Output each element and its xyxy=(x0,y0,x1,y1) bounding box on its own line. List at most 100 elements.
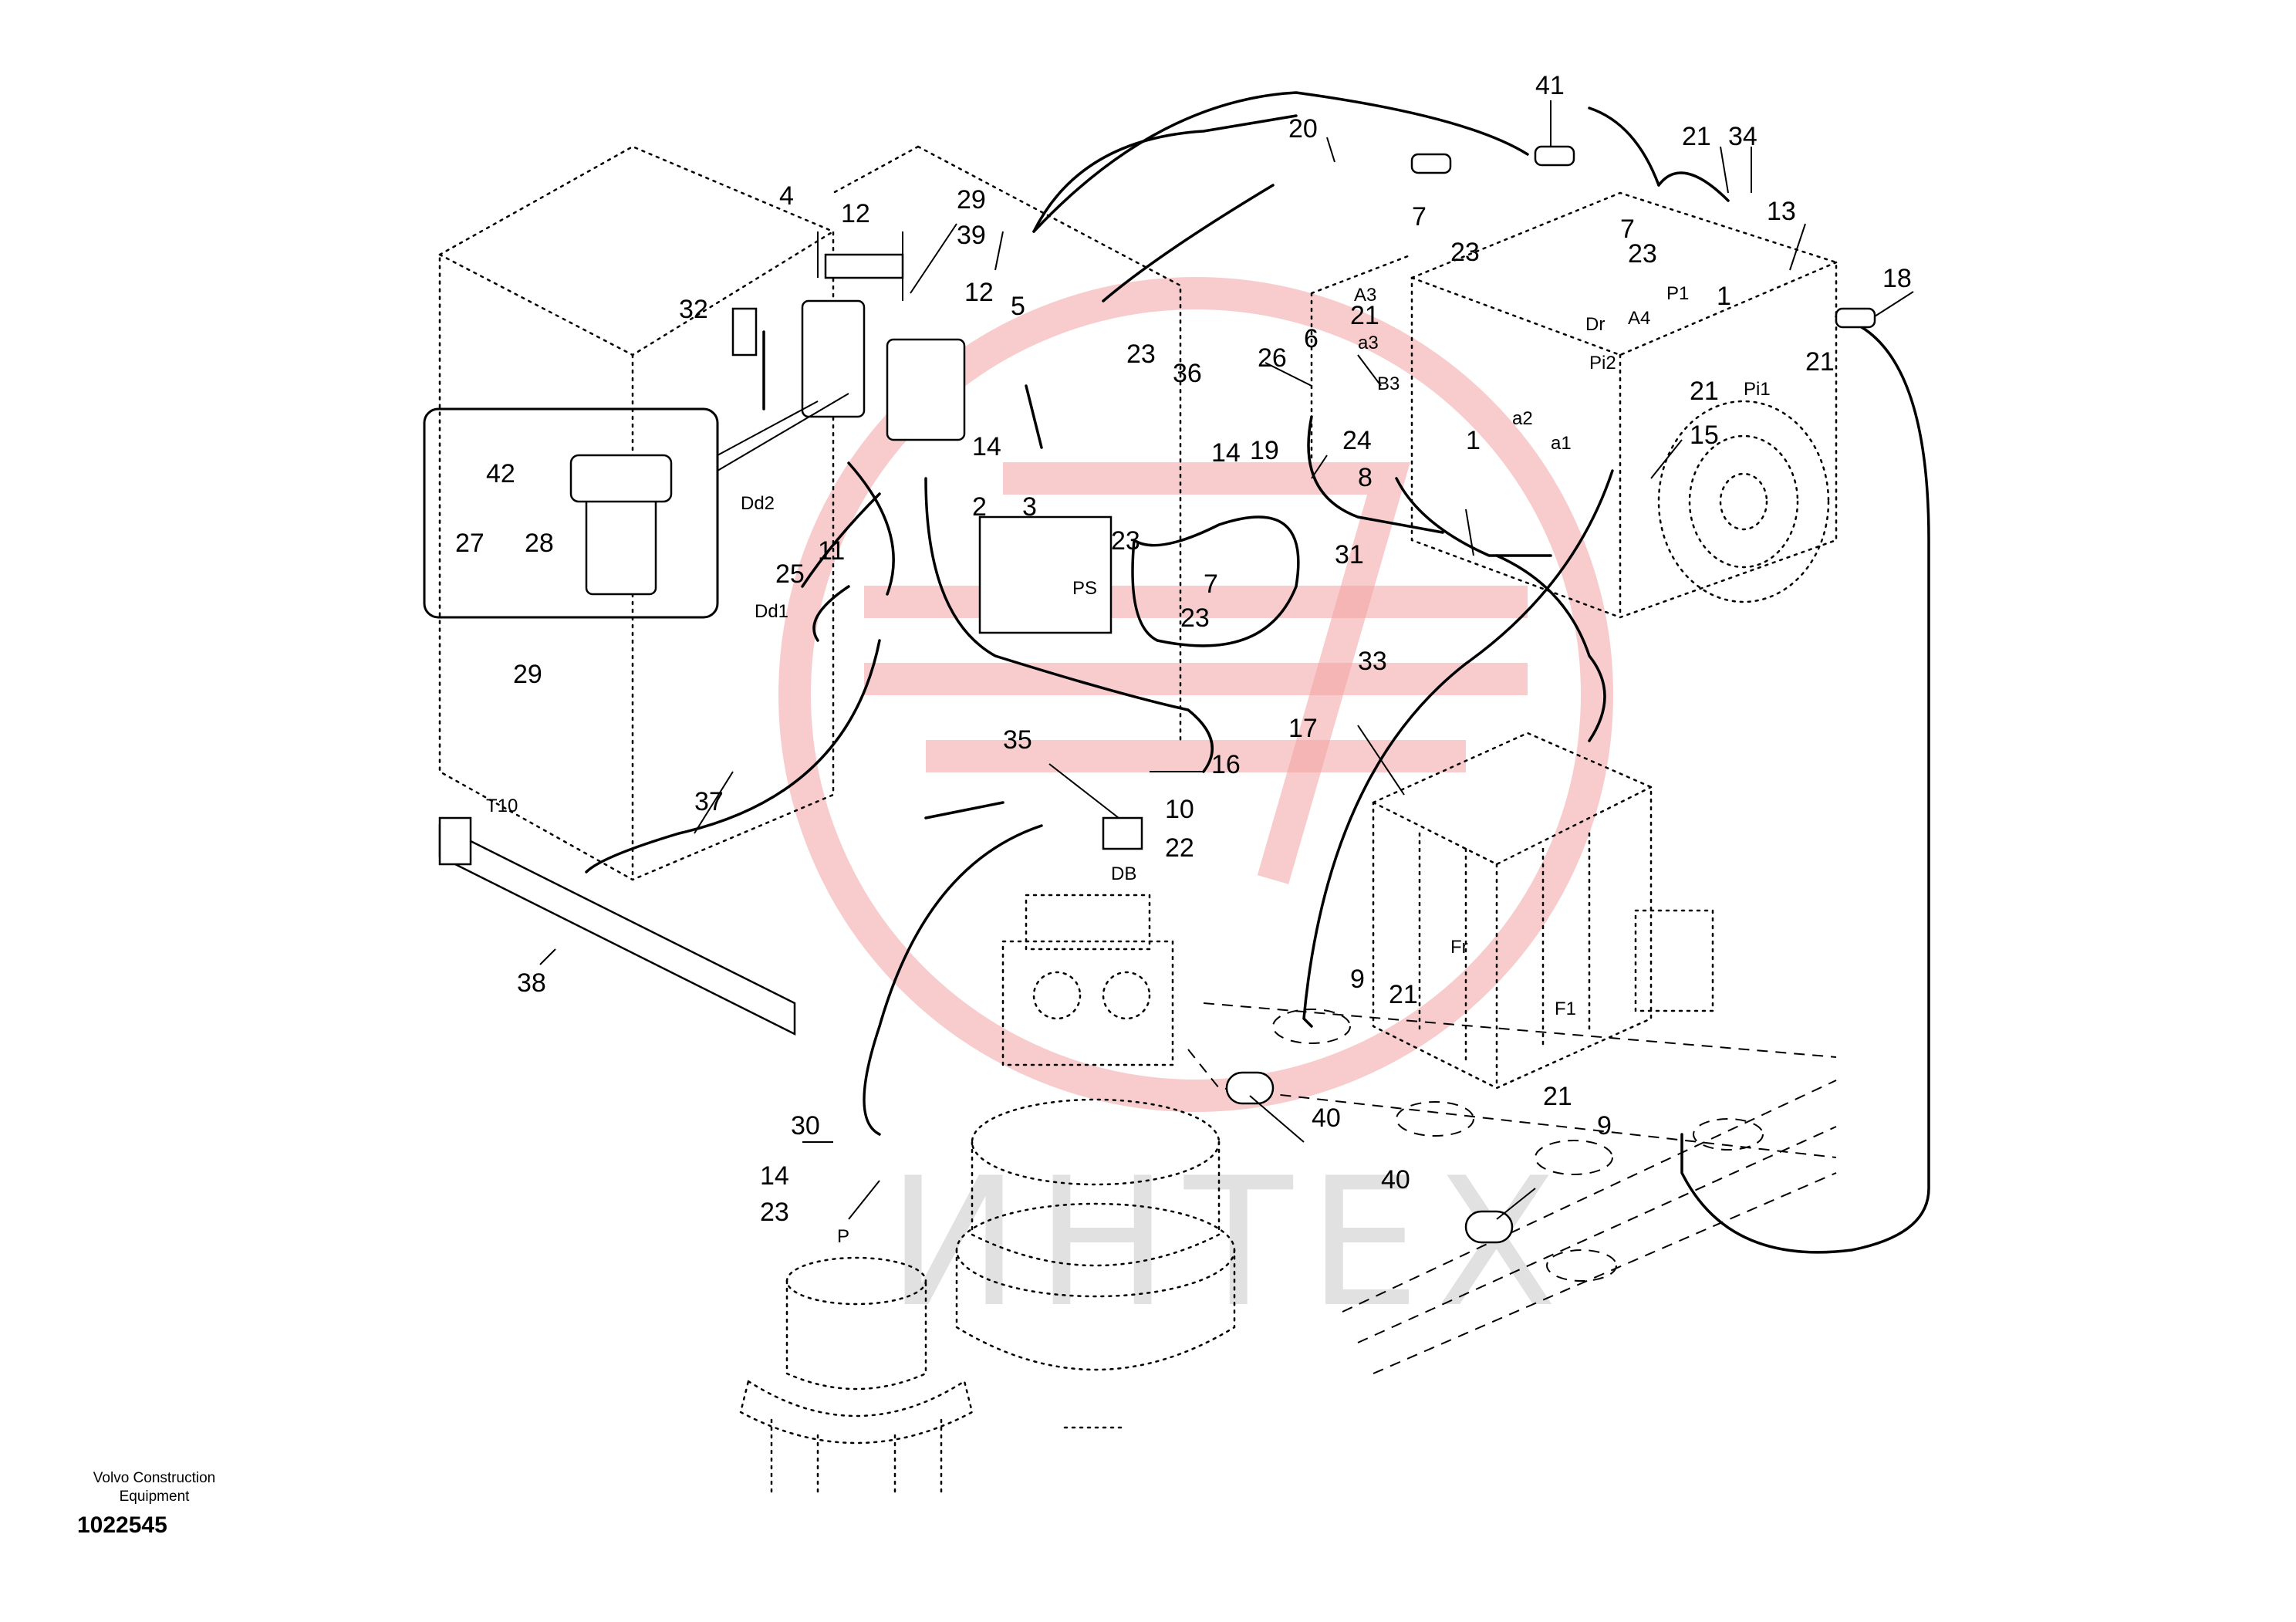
callout-labels: 41 20 21 34 13 18 7 23 7 23 4 12 29 39 3… xyxy=(455,71,1912,1227)
callout-21: 21 xyxy=(1543,1082,1572,1111)
callout-30: 30 xyxy=(791,1111,820,1140)
callout-8: 8 xyxy=(1358,463,1373,492)
callout-40: 40 xyxy=(1381,1165,1410,1195)
fitting-35 xyxy=(1102,816,1143,850)
port-ps: PS xyxy=(1072,578,1097,599)
callout-2: 2 xyxy=(972,492,987,522)
hydraulic-pump xyxy=(1310,191,1838,619)
seal-ring-40a xyxy=(1225,1071,1275,1105)
callout-23: 23 xyxy=(1126,340,1156,369)
callout-14: 14 xyxy=(760,1161,789,1191)
callout-27: 27 xyxy=(455,529,485,558)
manifold-bracket xyxy=(438,816,472,866)
callout-22: 22 xyxy=(1165,833,1194,863)
pressure-filter xyxy=(886,338,966,441)
callout-23: 23 xyxy=(1628,239,1657,269)
callout-21: 21 xyxy=(1805,347,1835,377)
callout-39: 39 xyxy=(957,221,986,250)
callout-31: 31 xyxy=(1335,540,1364,569)
callout-32: 32 xyxy=(679,295,708,324)
port-dr: Dr xyxy=(1585,314,1605,335)
callout-23: 23 xyxy=(760,1198,789,1227)
callout-16: 16 xyxy=(1211,750,1241,779)
callout-1: 1 xyxy=(1717,282,1731,311)
port-a3-lower: a3 xyxy=(1358,333,1379,353)
manifold-block xyxy=(438,823,796,1036)
port-a2: a2 xyxy=(1512,408,1533,429)
port-p: P xyxy=(837,1226,849,1247)
callout-38: 38 xyxy=(517,968,546,998)
callout-10: 10 xyxy=(1165,795,1194,824)
callout-19: 19 xyxy=(1250,436,1279,465)
callout-21: 21 xyxy=(1690,377,1719,406)
callout-7: 7 xyxy=(1204,569,1218,599)
callout-41: 41 xyxy=(1535,71,1565,100)
callout-25: 25 xyxy=(775,559,805,589)
callout-28: 28 xyxy=(525,529,554,558)
callout-9: 9 xyxy=(1350,965,1365,994)
callout-23: 23 xyxy=(1450,238,1480,267)
fitting-32 xyxy=(731,307,758,357)
callout-37: 37 xyxy=(694,787,724,816)
callout-20: 20 xyxy=(1288,114,1318,144)
filter-box xyxy=(978,515,1113,634)
port-t10: T10 xyxy=(486,796,518,816)
hoses xyxy=(585,91,1930,1254)
callout-6: 6 xyxy=(1304,324,1319,353)
port-a4: A4 xyxy=(1628,308,1650,329)
watermark-logo: ИНТЕХ xyxy=(778,277,1613,1347)
watermark-text: ИНТЕХ xyxy=(887,1140,1572,1347)
port-pi1: Pi1 xyxy=(1744,379,1771,400)
company-line-1: Volvo Construction xyxy=(93,1470,216,1486)
inset-detail-box xyxy=(423,393,849,619)
callout-21: 21 xyxy=(1350,301,1379,330)
leader-lines xyxy=(539,100,1914,1220)
callout-9: 9 xyxy=(1597,1111,1612,1140)
callout-29: 29 xyxy=(513,660,542,689)
callout-23: 23 xyxy=(1111,526,1140,556)
callout-13: 13 xyxy=(1767,197,1796,226)
port-f1: F1 xyxy=(1555,999,1576,1019)
callout-29: 29 xyxy=(957,185,986,215)
callout-23: 23 xyxy=(1180,603,1210,633)
callout-7: 7 xyxy=(1412,202,1427,231)
port-b3: B3 xyxy=(1377,373,1400,394)
callout-14: 14 xyxy=(1211,438,1241,468)
callout-12: 12 xyxy=(964,278,994,307)
callout-4: 4 xyxy=(779,181,794,211)
port-dd1: Dd1 xyxy=(755,601,788,622)
callout-36: 36 xyxy=(1173,359,1202,388)
filter-bracket xyxy=(824,253,904,279)
callout-18: 18 xyxy=(1882,264,1912,293)
callout-21: 21 xyxy=(1682,122,1711,151)
port-dd2: Dd2 xyxy=(741,493,775,514)
callout-11: 11 xyxy=(818,536,845,566)
callout-33: 33 xyxy=(1358,647,1387,676)
callout-12: 12 xyxy=(841,199,870,228)
swivel-joint xyxy=(739,1256,974,1499)
callout-26: 26 xyxy=(1258,343,1287,373)
callout-3: 3 xyxy=(1022,492,1037,522)
callout-1: 1 xyxy=(1466,426,1481,455)
port-labels: A3 Dr A4 P1 Pi2 Pi1 a3 B3 a2 a1 Dd2 Dd1 … xyxy=(486,283,1771,1247)
port-a1: a1 xyxy=(1551,433,1572,454)
callout-34: 34 xyxy=(1728,122,1757,151)
callout-35: 35 xyxy=(1003,725,1032,755)
hose-coupling-41 xyxy=(1534,145,1575,167)
line-filter xyxy=(801,299,866,418)
hose-coupling-18 xyxy=(1835,307,1876,329)
hose-coupling-20 xyxy=(1410,153,1452,174)
callout-14: 14 xyxy=(972,432,1001,461)
port-pi2: Pi2 xyxy=(1589,353,1616,373)
port-p1: P1 xyxy=(1666,283,1689,304)
seal-ring-40b xyxy=(1464,1210,1514,1244)
swing-motor xyxy=(955,894,1236,1429)
callout-7: 7 xyxy=(1620,215,1635,244)
port-fr: Fr xyxy=(1450,937,1468,958)
base-plate xyxy=(1187,1002,1837,1374)
company-line-2: Equipment xyxy=(119,1489,190,1505)
callout-21: 21 xyxy=(1389,980,1418,1009)
callout-5: 5 xyxy=(1011,292,1025,321)
control-valve xyxy=(1372,732,1714,1090)
